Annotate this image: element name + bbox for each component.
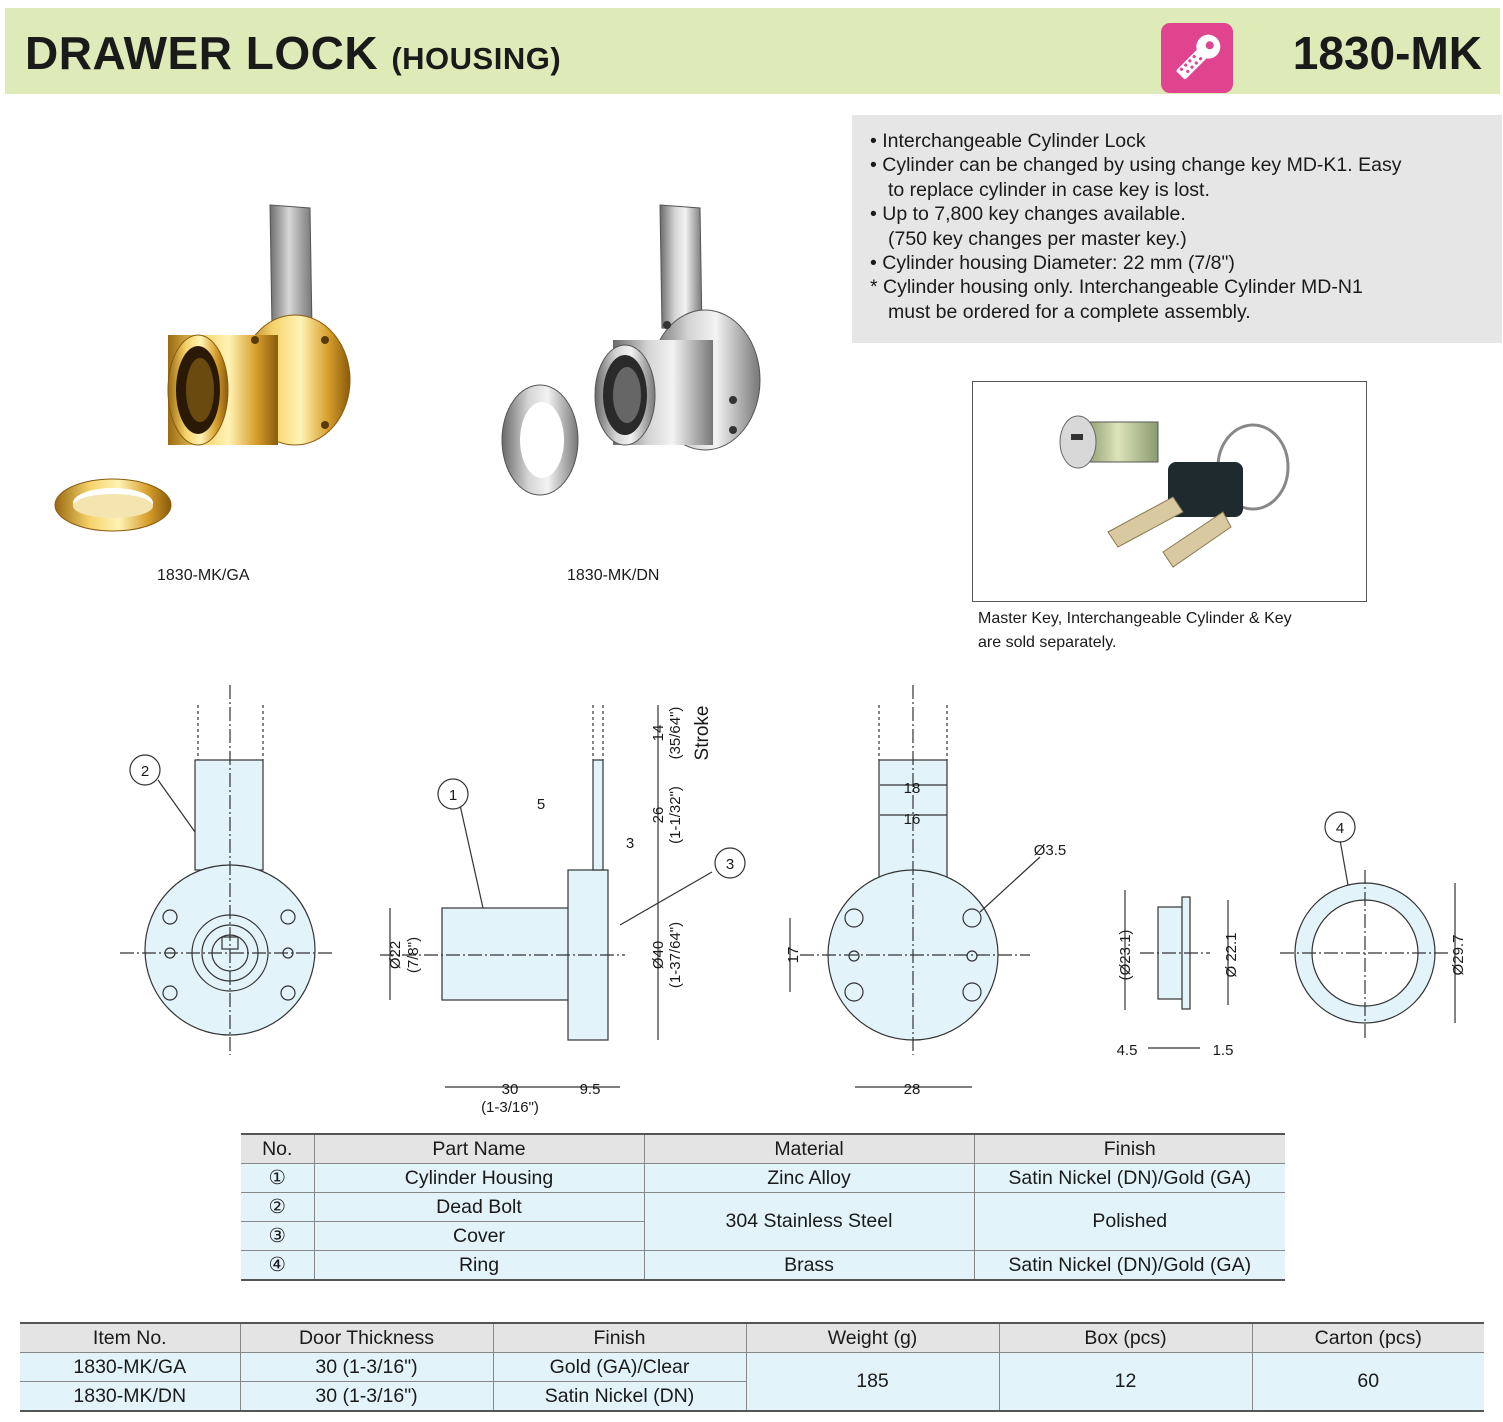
- dim-18: 18: [904, 780, 921, 797]
- table-row: 1830-MK/DN 30 (1-3/16") Satin Nickel (DN…: [20, 1381, 1484, 1412]
- dim-28: 28: [904, 1081, 921, 1098]
- feature-item: • Cylinder can be changed by using chang…: [870, 154, 1402, 201]
- dim-30-inch: (1-3/16"): [481, 1099, 539, 1116]
- dim-22: Ø22: [387, 941, 404, 969]
- item-header-box: Box (pcs): [998, 1322, 1253, 1353]
- nickel-caption: 1830-MK/DN: [567, 567, 660, 584]
- table-row: ② Dead Bolt 304 Stainless Steel Polished: [241, 1192, 1285, 1251]
- parts-header-name: Part Name: [313, 1133, 645, 1164]
- gold-lock-photo: [40, 200, 370, 550]
- feature-item: • Up to 7,800 key changes available.(750…: [870, 203, 1187, 250]
- item-table: Item No. Door Thickness Finish Weight (g…: [20, 1322, 1484, 1412]
- gold-caption: 1830-MK/GA: [157, 567, 250, 584]
- feature-item: • Cylinder housing Diameter: 22 mm (7/8"…: [870, 252, 1235, 275]
- dim-40-inch: (1-37/64"): [667, 922, 684, 988]
- item-header-thickness: Door Thickness: [239, 1322, 494, 1353]
- callout-3: 3: [726, 856, 734, 873]
- dim-16: 16: [904, 811, 921, 828]
- key-icon: [1161, 23, 1233, 93]
- dim-30: 30: [502, 1081, 519, 1098]
- title-main: DRAWER LOCK: [25, 27, 379, 79]
- cylinder-caption: Master Key, Interchangeable Cylinder & K…: [978, 610, 1292, 651]
- item-header-item: Item No.: [20, 1322, 241, 1353]
- item-header-weight: Weight (g): [745, 1322, 1000, 1353]
- dim-26: 26: [650, 807, 667, 824]
- dim-5: 5: [537, 796, 545, 813]
- table-row: ④ Ring Brass Satin Nickel (DN)/Gold (GA): [241, 1250, 1285, 1281]
- dim-3: 3: [626, 835, 634, 852]
- item-header-carton: Carton (pcs): [1251, 1322, 1484, 1353]
- table-row: ③ Cover: [241, 1221, 1285, 1251]
- page-title: DRAWER LOCK (HOUSING): [25, 26, 561, 80]
- title-sub: (HOUSING): [391, 41, 562, 76]
- dim-3-5: Ø3.5: [1034, 842, 1067, 859]
- parts-header-finish: Finish: [973, 1133, 1285, 1164]
- header-bar: DRAWER LOCK (HOUSING) 1830-MK: [5, 8, 1500, 94]
- cylinder-key-photo: [972, 381, 1367, 602]
- dim-1-5: 1.5: [1213, 1042, 1234, 1059]
- parts-table: No. Part Name Material Finish ① Cylinder…: [241, 1133, 1285, 1281]
- parts-header-no: No.: [241, 1133, 315, 1164]
- table-row: ① Cylinder Housing Zinc Alloy Satin Nick…: [241, 1163, 1285, 1193]
- callout-2: 2: [141, 763, 149, 780]
- parts-header-material: Material: [643, 1133, 975, 1164]
- item-header-finish: Finish: [492, 1322, 747, 1353]
- technical-drawings: 1 2 3 4 5 3 30 (1-3/16") 9.5 18 16 Ø3.5 …: [120, 685, 1467, 1116]
- feature-item: • Interchangeable Cylinder Lock: [870, 130, 1146, 152]
- table-row: 1830-MK/GA 30 (1-3/16") Gold (GA)/Clear …: [20, 1352, 1484, 1412]
- feature-item: * Cylinder housing only. Interchangeable…: [870, 276, 1363, 323]
- dim-29-7: Ø29.7: [1450, 935, 1467, 976]
- dim-17: 17: [785, 947, 802, 964]
- nickel-lock-photo: [495, 200, 815, 500]
- dim-26-inch: (1-1/32"): [667, 786, 684, 844]
- dim-23-1: (Ø23.1): [1117, 930, 1134, 981]
- dim-9-5: 9.5: [580, 1081, 601, 1098]
- dim-22-1: Ø 22.1: [1223, 932, 1240, 977]
- dim-22-inch: (7/8"): [405, 937, 422, 973]
- callout-4: 4: [1336, 820, 1344, 837]
- model-number: 1830-MK: [1292, 27, 1482, 79]
- dim-14: 14: [650, 725, 667, 742]
- dim-stroke: Stroke: [692, 706, 713, 761]
- dim-14-inch: (35/64"): [667, 707, 684, 760]
- dim-4-5: 4.5: [1117, 1042, 1138, 1059]
- callout-1: 1: [449, 787, 457, 804]
- dim-40: Ø40: [650, 941, 667, 969]
- features-box: • Interchangeable Cylinder Lock • Cylind…: [852, 115, 1502, 343]
